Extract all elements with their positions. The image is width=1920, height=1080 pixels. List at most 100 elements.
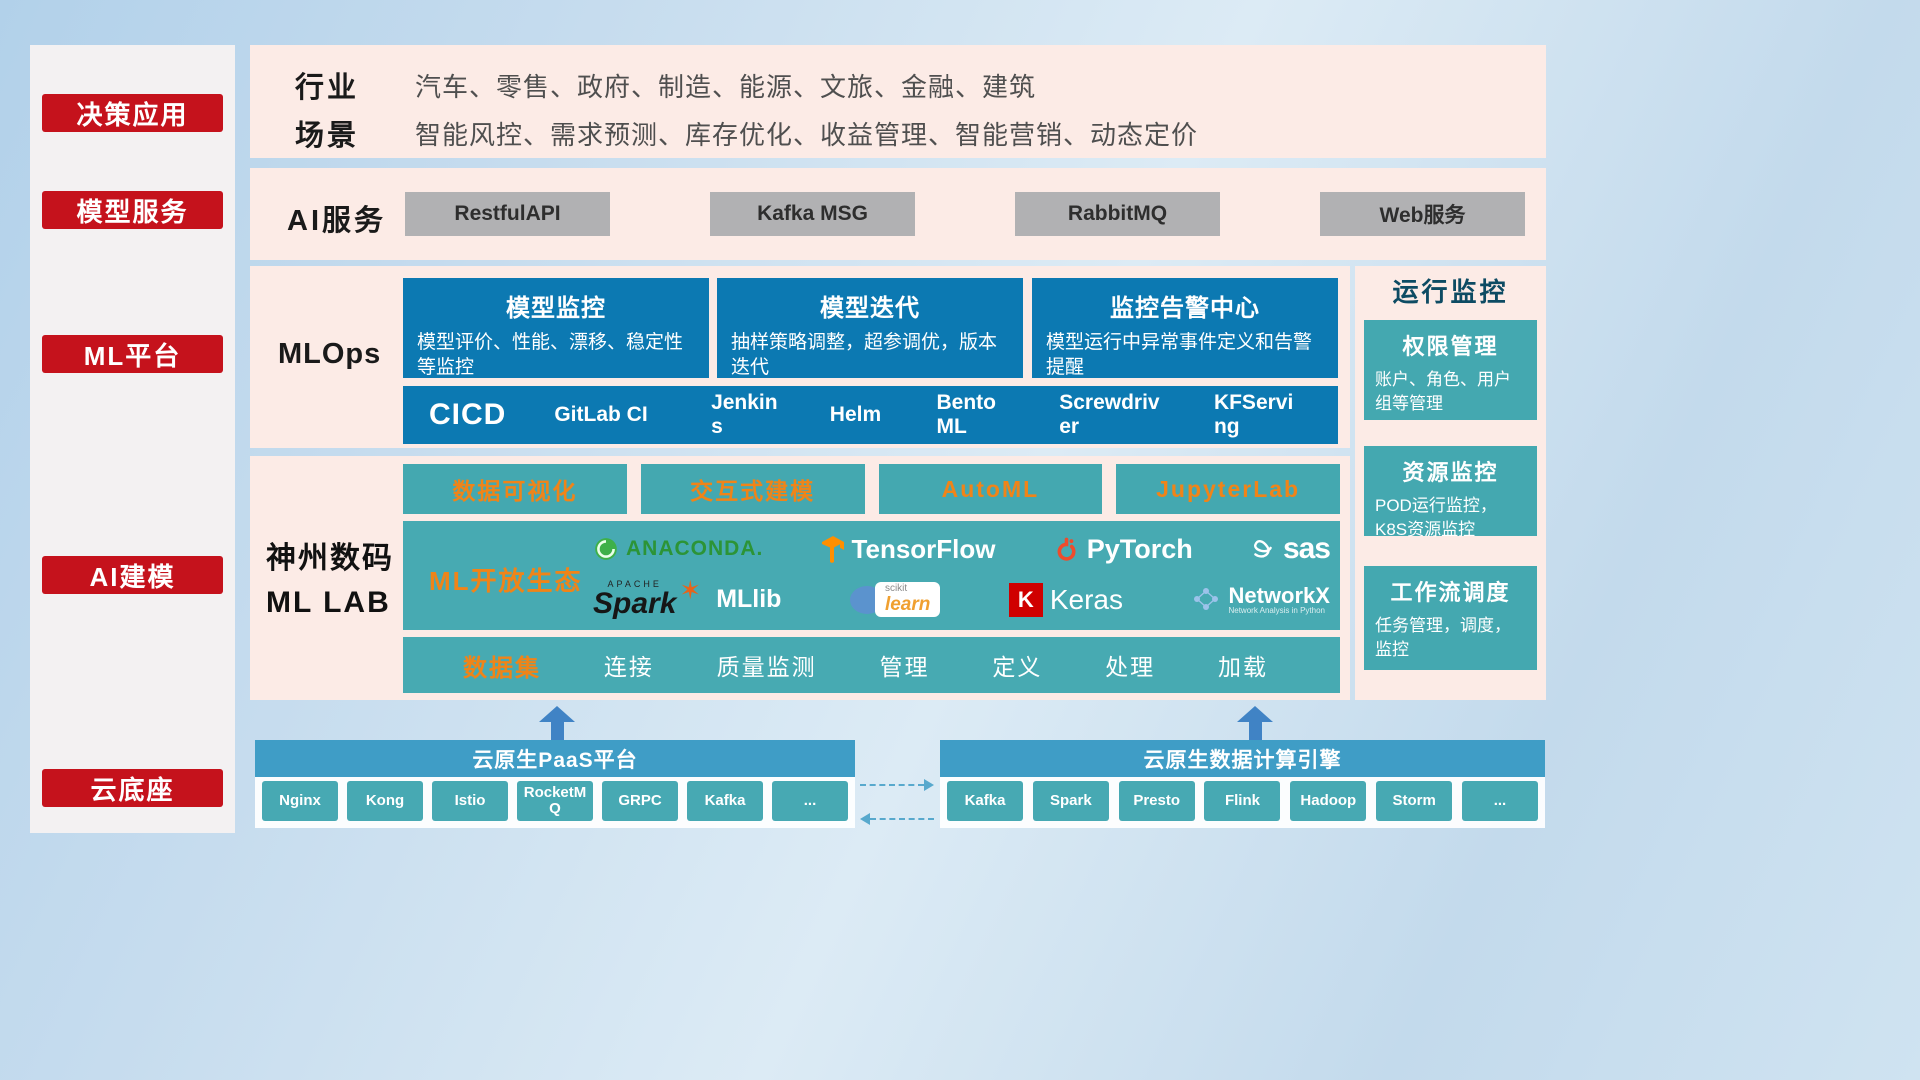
cicd-tools: GitLab CI Jenkins Helm BentoML Screwdriv… [506,391,1338,439]
left-sidebar [30,45,235,833]
feature-jupyterlab: JupyterLab [1116,464,1340,514]
networkx-logo: NetworkX Network Analysis in Python [1191,584,1330,615]
keras-label: Keras [1049,583,1123,615]
logo-row-2: APACHE Spark ✶ MLlib scikit learn K Kera… [593,575,1330,619]
card-title: 工作流调度 [1390,580,1511,605]
service-restfulapi: RestfulAPI [405,192,610,236]
paas-kafka: Kafka [687,781,763,821]
ml-ecosystem-box: ML开放生态 ANACONDA. TensorFlow PyTorch sas [403,521,1340,630]
keras-logo: K Keras [1008,582,1123,617]
spark-apache-label: APACHE [607,579,662,589]
tool-screwdriver: Screwdriver [1059,390,1160,438]
mlops-label: MLOps [278,338,382,370]
dataset-item-manage: 管理 [879,654,930,680]
anaconda-label: ANACONDA. [626,537,764,560]
arrow-shaft [1248,722,1262,741]
card-title: 权限管理 [1402,334,1499,359]
tool-jenkins: Jenkins [711,390,778,438]
industry-label: 行业 [295,72,360,104]
dataset-item-load: 加载 [1217,654,1268,680]
mllab-label: 神州数码 ML LAB [266,537,394,624]
pytorch-label: PyTorch [1086,533,1193,564]
card-desc: 模型评价、性能、漂移、稳定性等监控 [417,332,684,379]
sidebar-item-decision-apps: 决策应用 [42,94,223,132]
tool-gitlab-ci: GitLab CI [554,402,648,426]
mllab-label-line2: ML LAB [266,585,391,619]
dashed-arrowhead-right-icon [924,779,934,791]
card-title: 资源监控 [1402,460,1499,485]
spark-star-icon: ✶ [679,575,702,605]
pytorch-logo: PyTorch [1053,534,1193,565]
up-arrow-data-engine [1237,706,1273,741]
paas-rocketmq: RocketMQ [517,781,593,821]
anaconda-logo: ANACONDA. [593,536,763,562]
card-desc: 账户、角色、用户组等管理 [1375,370,1511,413]
paas-platform-bar: 云原生PaaS平台 [255,740,855,777]
keras-k-icon: K [1008,582,1043,617]
card-model-iteration: 模型迭代 抽样策略调整，超参调优，版本迭代 [717,278,1023,378]
engine-presto: Presto [1118,781,1195,821]
sas-icon [1254,540,1272,558]
pytorch-icon [1057,537,1076,561]
ecosystem-logos: ANACONDA. TensorFlow PyTorch sas [593,525,1331,626]
card-title: 模型迭代 [820,295,920,322]
scikit-top-label: scikit [884,583,908,595]
sidebar-item-cloud-base: 云底座 [42,769,223,807]
card-model-monitoring: 模型监控 模型评价、性能、漂移、稳定性等监控 [403,278,709,378]
paas-more: ... [772,781,848,821]
dataset-bar: 数据集 连接 质量监测 管理 定义 处理 加载 [403,637,1340,693]
cicd-label: CICD [429,398,507,431]
data-engine-bar: 云原生数据计算引擎 [940,740,1545,777]
mllab-label-line1: 神州数码 [266,542,394,575]
tool-bentoml: BentoML [936,390,997,438]
logo-row-1: ANACONDA. TensorFlow PyTorch sas [593,532,1331,566]
tool-kfserving: KFServing [1213,390,1294,438]
card-title: 模型监控 [506,295,606,322]
feature-automl: AutoML [878,464,1103,514]
card-title: 监控告警中心 [1110,295,1260,322]
paas-grpc: GRPC [602,781,678,821]
mllib-label: MLlib [716,585,782,613]
mllab-feature-row: 数据可视化 交互式建模 AutoML JupyterLab [403,464,1340,514]
tensorflow-icon [821,535,844,563]
dashed-arrowhead-left-icon [860,813,870,825]
card-desc: 模型运行中异常事件定义和告警提醒 [1046,332,1313,379]
sas-logo: sas [1250,532,1331,566]
sas-label: sas [1282,532,1331,565]
engine-flink: Flink [1204,781,1281,821]
service-kafka-msg: Kafka MSG [710,192,915,236]
networkx-wordmark: NetworkX Network Analysis in Python [1228,584,1329,615]
spark-wordmark: APACHE Spark [593,580,676,619]
engine-storm: Storm [1376,781,1453,821]
anaconda-icon [595,538,617,560]
service-rabbitmq: RabbitMQ [1015,192,1220,236]
dataset-item-quality: 质量监测 [716,654,817,680]
spark-mllib-logo: APACHE Spark ✶ MLlib [593,575,782,619]
spark-label: Spark [593,587,677,620]
cicd-bar: CICD GitLab CI Jenkins Helm BentoML Scre… [403,386,1338,444]
sidebar-item-model-service: 模型服务 [42,191,223,229]
card-workflow-scheduling: 工作流调度 任务管理，调度，监控 [1364,566,1537,670]
feature-data-visualization: 数据可视化 [403,464,627,514]
card-desc: 任务管理，调度，监控 [1375,616,1511,659]
card-resource-monitoring: 资源监控 POD运行监控，K8S资源监控 [1364,446,1537,539]
up-arrow-paas [539,706,575,741]
dataset-label: 数据集 [463,654,541,682]
networkx-icon [1194,588,1219,611]
ai-service-label: AI服务 [287,205,387,237]
service-web: Web服务 [1320,192,1525,236]
arrow-head [1237,706,1273,722]
engine-more: ... [1461,781,1538,821]
card-desc: 抽样策略调整，超参调优，版本迭代 [731,332,998,379]
engine-spark: Spark [1032,781,1109,821]
scene-label: 场景 [295,120,360,152]
ecosystem-label: ML开放生态 [429,566,583,596]
sidebar-item-ml-platform: ML平台 [42,335,223,373]
dashed-link-left [870,818,934,820]
paas-nginx: Nginx [262,781,338,821]
paas-istio: Istio [432,781,508,821]
sidebar-item-ai-modeling: AI建模 [42,556,223,594]
card-permission-management: 权限管理 账户、角色、用户组等管理 [1364,320,1537,420]
card-desc: POD运行监控，K8S资源监控 [1375,496,1497,539]
